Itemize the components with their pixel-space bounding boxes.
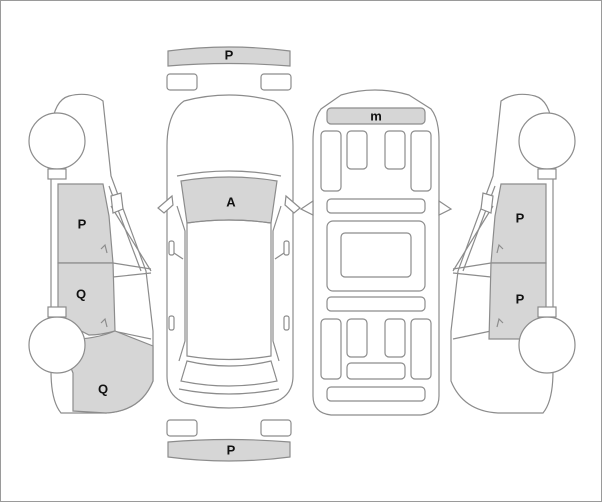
car-right-side-view: P P — [450, 93, 576, 414]
front-right-lamp — [260, 73, 292, 91]
right-front-door-panel: P — [490, 183, 547, 264]
rear-bumper-label: P — [227, 443, 236, 458]
left-front-door-panel: P — [57, 183, 114, 264]
right-rear-wheel — [518, 316, 576, 374]
car-left-side-view: P Q Q — [28, 93, 154, 414]
front-bumper-label: P — [225, 48, 234, 63]
rear-right-lamp — [260, 419, 292, 437]
left-rear-door-label: Q — [76, 287, 86, 302]
left-rear-wheel — [28, 316, 86, 374]
front-left-lamp — [166, 73, 198, 91]
left-mirror — [157, 194, 174, 214]
left-front-wheel — [28, 112, 86, 170]
front-bumper-panel: P — [167, 46, 291, 67]
roof-panel: m — [326, 107, 426, 125]
rear-left-lamp — [166, 419, 198, 437]
right-front-door-label: P — [516, 211, 525, 226]
windshield-label: A — [226, 195, 236, 210]
right-mirror — [284, 194, 301, 214]
rear-bumper-panel: P — [167, 438, 291, 462]
right-front-wheel — [518, 112, 576, 170]
left-front-door-label: P — [78, 217, 87, 232]
left-rear-quarter-label: Q — [98, 382, 108, 397]
car-interior-view: m — [299, 89, 453, 416]
windshield-panel: A — [180, 176, 278, 224]
roof-label: m — [370, 109, 382, 124]
car-top-view: A — [157, 94, 301, 409]
right-rear-door-label: P — [516, 292, 525, 307]
